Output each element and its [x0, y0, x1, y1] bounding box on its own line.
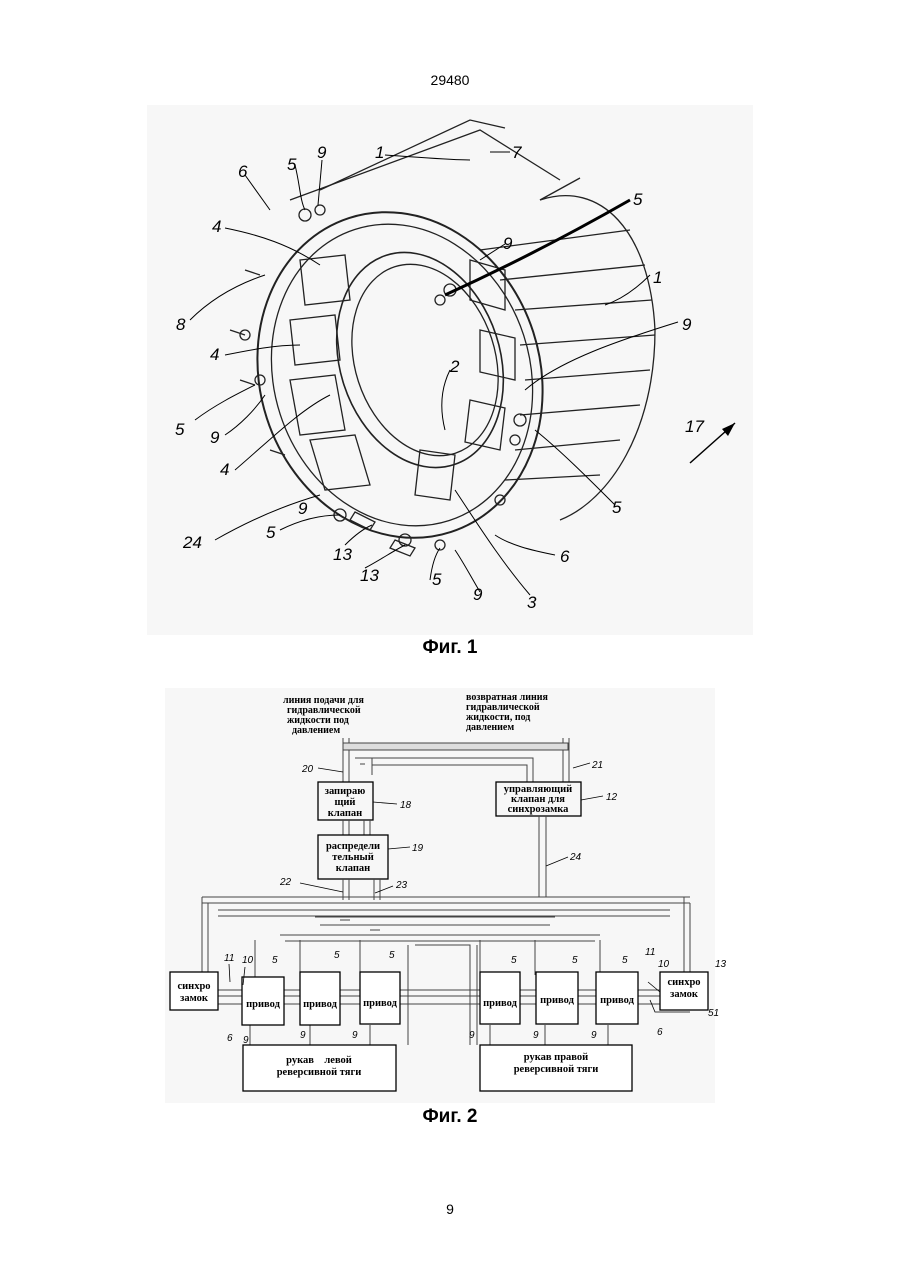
fig2-ref-24: 24: [569, 852, 582, 863]
sync-lock-right-text-1: синхро: [667, 977, 700, 988]
right-sleeve-text-2: реверсивной тяги: [514, 1064, 599, 1075]
return-line-text-4: давлением: [466, 722, 514, 733]
fig2-ref-10: 10: [242, 955, 254, 966]
fig2-ref-22: 22: [279, 877, 292, 888]
fig2-ref-6: 6: [657, 1027, 663, 1038]
fig2-ref-51: 51: [708, 1008, 719, 1019]
actuator-label: привод: [600, 995, 634, 1006]
fig2-ref-19: 19: [412, 843, 424, 854]
right-sleeve-text-1: рукав правой: [524, 1052, 588, 1063]
fig2-ref-12: 12: [606, 792, 618, 803]
fig2-ref-21: 21: [591, 760, 603, 771]
fig2-ref-9: 9: [591, 1030, 597, 1041]
fig2-ref-18: 18: [400, 800, 412, 811]
shutoff-valve-text-1: запираю: [325, 786, 366, 797]
fig2-ref-9: 9: [300, 1030, 306, 1041]
actuator-label: привод: [303, 999, 337, 1010]
left-sleeve-text-1: рукав левой: [286, 1055, 352, 1066]
shutoff-valve-text-2: щий: [335, 797, 356, 808]
actuator-label: привод: [483, 998, 517, 1009]
distributor-valve-text-1: распредели: [326, 841, 380, 852]
fig2-ref-11: 11: [224, 953, 234, 964]
left-sleeve-text-2: реверсивной тяги: [277, 1067, 362, 1078]
sync-lock-left-text-1: синхро: [177, 981, 210, 992]
distributor-valve-text-2: тельный: [332, 852, 374, 863]
fig2-ref-23: 23: [395, 880, 408, 891]
fig2-ref-9: 9: [352, 1030, 358, 1041]
shutoff-valve-text-3: клапан: [328, 808, 362, 819]
fig2-ref-20: 20: [301, 764, 314, 775]
control-valve-text-3: синхрозамка: [508, 804, 570, 815]
actuator-label: привод: [246, 999, 280, 1010]
fig2-ref-10: 10: [658, 959, 670, 970]
actuator-label: привод: [363, 998, 397, 1009]
page-number: 9: [0, 1201, 900, 1217]
actuator-label: привод: [540, 995, 574, 1006]
fig2-ref-9: 9: [533, 1030, 539, 1041]
supply-line-text-4: давлением: [292, 725, 340, 736]
fig2-ref-9: 9: [469, 1030, 475, 1041]
fig2-ref-13: 13: [715, 959, 727, 970]
fig2-ref-5: 5: [334, 950, 340, 961]
fig2-ref-5: 5: [572, 955, 578, 966]
distributor-valve-text-3: клапан: [336, 863, 370, 874]
fig2-ref-5: 5: [622, 955, 628, 966]
figure-2-caption: Фиг. 2: [0, 1106, 900, 1128]
fig2-ref-11: 11: [645, 947, 655, 958]
fig2-ref-5: 5: [272, 955, 278, 966]
fig2-ref-5: 5: [511, 955, 517, 966]
sync-lock-right-text-2: замок: [670, 989, 699, 1000]
fig2-ref-5: 5: [389, 950, 395, 961]
fig2-ref-6: 6: [227, 1033, 233, 1044]
fig2-ref-9: 9: [243, 1035, 249, 1046]
sync-lock-left-text-2: замок: [180, 993, 209, 1004]
